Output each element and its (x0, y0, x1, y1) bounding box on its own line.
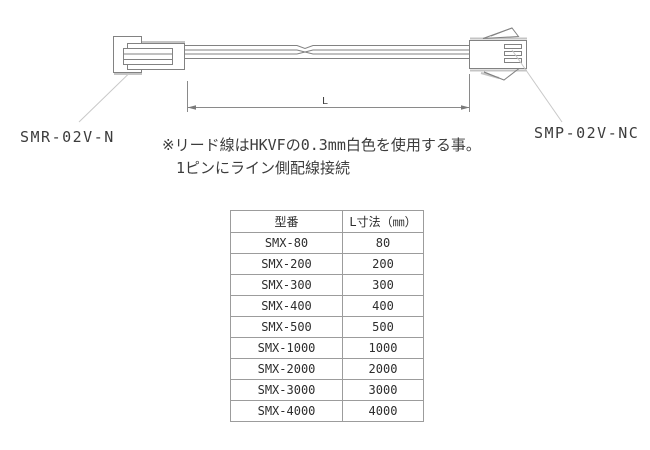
table-row: SMX-4000 4000 (230, 400, 424, 422)
dimension-arrow-left (187, 105, 196, 110)
table-row: SMX-200 200 (230, 253, 424, 275)
table-header-length: L寸法（㎜） (342, 210, 424, 233)
length-cell: 500 (342, 316, 424, 338)
right-label-leader-line (511, 49, 563, 123)
length-spec-table: 型番 L寸法（㎜） SMX-80 80 SMX-200 200 SMX-300 … (230, 210, 424, 422)
dimension-l (187, 74, 470, 112)
left-connector-label: SMR-02V-N (20, 128, 115, 146)
table-header-row: 型番 L寸法（㎜） (230, 210, 424, 233)
right-connector-top-latch (482, 27, 520, 39)
model-cell: SMX-80 (230, 232, 343, 254)
model-cell: SMX-2000 (230, 358, 343, 380)
table-header-model: 型番 (230, 210, 343, 233)
length-cell: 200 (342, 253, 424, 275)
right-connector-drawing (469, 27, 527, 81)
right-connector-label: SMP-02V-NC (534, 124, 640, 142)
lead-wire-note: ※リード線はHKVFの0.3mm白色を使用する事。 1ピンにライン側配線接続 (162, 134, 481, 180)
model-cell: SMX-400 (230, 295, 343, 317)
model-cell: SMX-1000 (230, 337, 343, 359)
table-row: SMX-2000 2000 (230, 358, 424, 380)
model-cell: SMX-200 (230, 253, 343, 275)
length-cell: 4000 (342, 400, 424, 422)
left-connector-contact-slot (123, 48, 173, 65)
model-cell: SMX-3000 (230, 379, 343, 401)
model-cell: SMX-500 (230, 316, 343, 338)
right-connector-pin-slot (504, 44, 522, 49)
leader-lines (78, 49, 563, 123)
left-label-leader-line (78, 73, 130, 123)
note-line-1: ※リード線はHKVFの0.3mm白色を使用する事。 (162, 136, 481, 154)
length-cell: 2000 (342, 358, 424, 380)
cable-wires (184, 45, 470, 59)
cable-assembly-diagram: L (78, 27, 563, 123)
table-row: SMX-400 400 (230, 295, 424, 317)
table-row: SMX-80 80 (230, 232, 424, 254)
dimension-arrow-right (461, 105, 470, 110)
table-row: SMX-1000 1000 (230, 337, 424, 359)
model-cell: SMX-300 (230, 274, 343, 296)
length-cell: 3000 (342, 379, 424, 401)
table-row: SMX-500 500 (230, 316, 424, 338)
table-row: SMX-300 300 (230, 274, 424, 296)
note-line-2: 1ピンにライン側配線接続 (176, 159, 351, 177)
length-cell: 80 (342, 232, 424, 254)
length-cell: 300 (342, 274, 424, 296)
right-connector-pin-slot (504, 58, 522, 63)
table-row: SMX-3000 3000 (230, 379, 424, 401)
model-cell: SMX-4000 (230, 400, 343, 422)
dimension-label: L (322, 96, 328, 107)
length-cell: 400 (342, 295, 424, 317)
left-connector-drawing (113, 36, 185, 73)
length-cell: 1000 (342, 337, 424, 359)
